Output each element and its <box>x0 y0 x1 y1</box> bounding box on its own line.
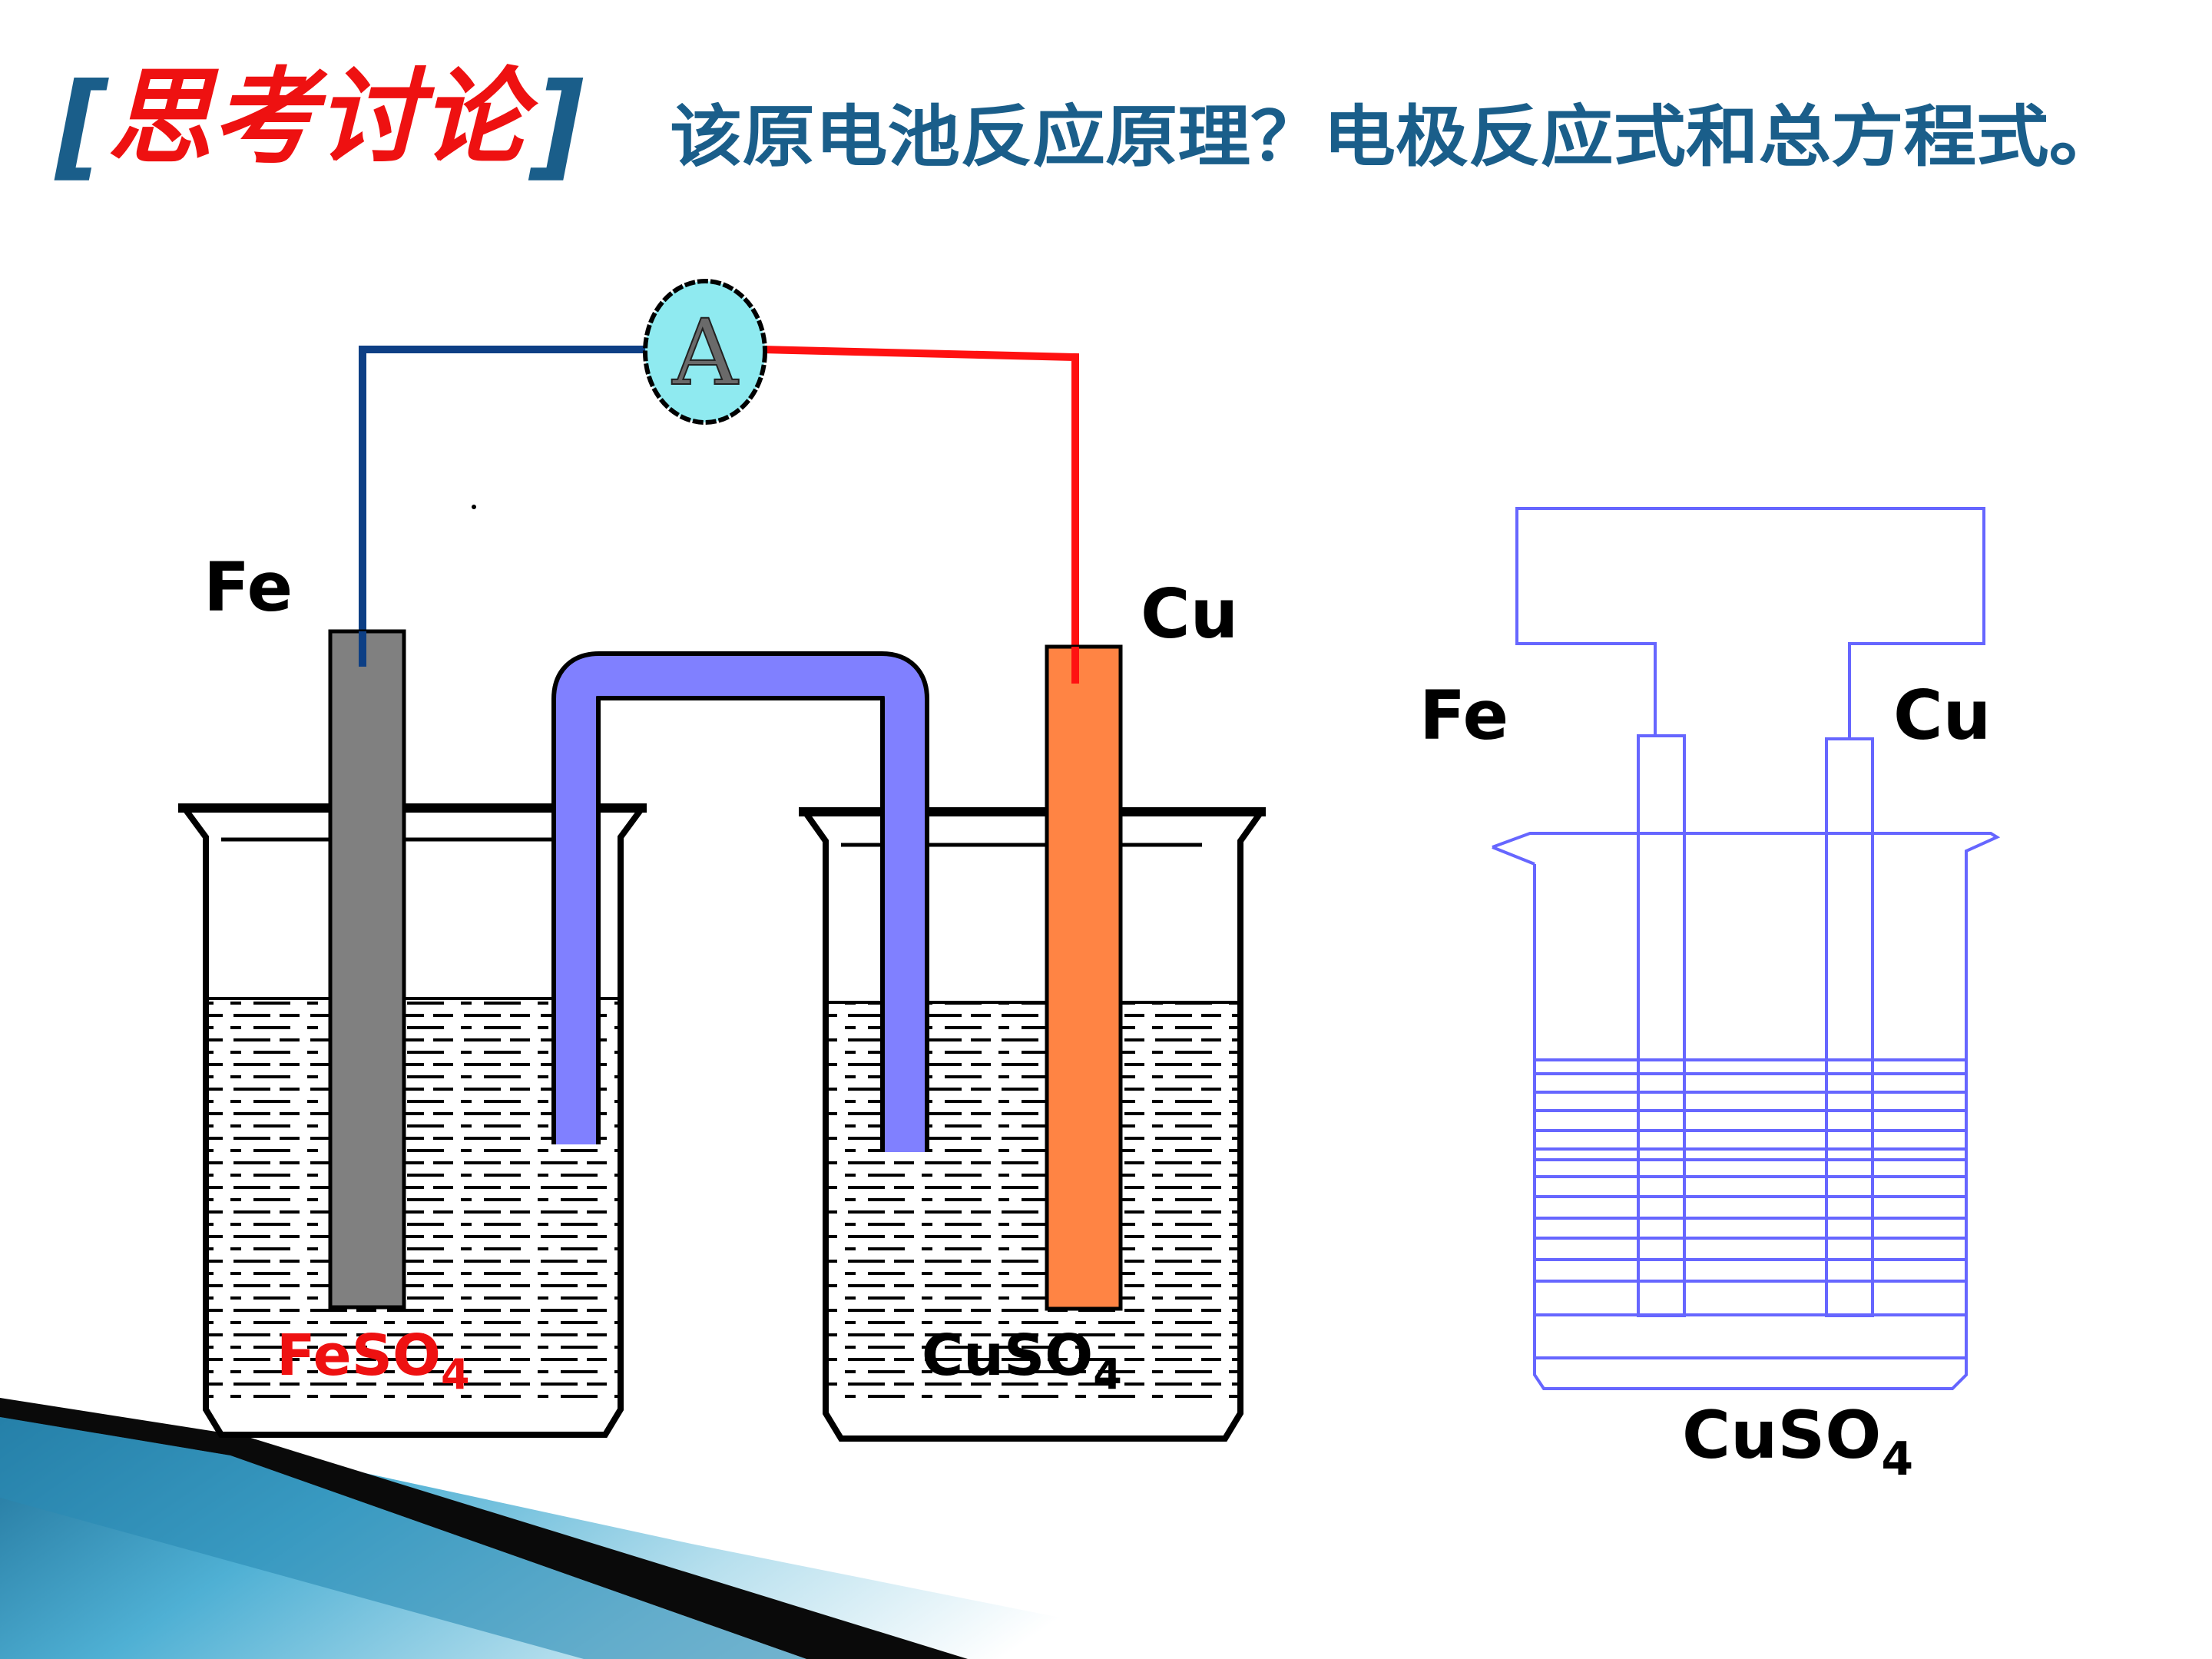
wire-cu <box>761 346 1079 684</box>
stray-dot <box>472 505 476 509</box>
galvanic-cell-salt-bridge: A Fe Cu FeSO4 CuSO4 <box>178 279 1266 1442</box>
electrode-cu-right <box>1825 737 1874 1317</box>
page-title: [ 思考讨论 ] 该原电池反应原理？电极反应式和总方程式。 <box>54 58 2121 193</box>
title-question: 该原电池反应原理？电极反应式和总方程式。 <box>670 98 2121 176</box>
electrode-cu <box>1045 644 1123 1311</box>
electrode-fe <box>328 629 406 1310</box>
title-bracket-open: [ <box>54 59 109 193</box>
label-fe-left: Fe <box>204 548 293 627</box>
label-fe-right: Fe <box>1419 676 1508 755</box>
ammeter-symbol: A <box>671 300 739 406</box>
label-cuso4-left: CuSO4 <box>922 1323 1122 1399</box>
wire-fe <box>359 346 651 667</box>
title-keyword: 思考讨论 <box>108 58 539 179</box>
decorative-sweep <box>0 1398 1267 1659</box>
galvanic-cell-single-beaker <box>1492 507 2001 1390</box>
electrode-fe-right <box>1637 734 1686 1317</box>
beaker-single <box>1492 832 2001 1390</box>
title-bracket-close: ] <box>528 59 584 193</box>
label-cu-left: Cu <box>1141 575 1238 654</box>
ammeter: A <box>643 279 767 425</box>
label-feso4: FeSO4 <box>276 1323 470 1399</box>
label-cu-right: Cu <box>1893 676 1991 755</box>
label-cuso4-right: CuSO4 <box>1682 1397 1913 1486</box>
wire-loop <box>1515 507 1985 739</box>
beaker-left <box>178 803 647 1438</box>
